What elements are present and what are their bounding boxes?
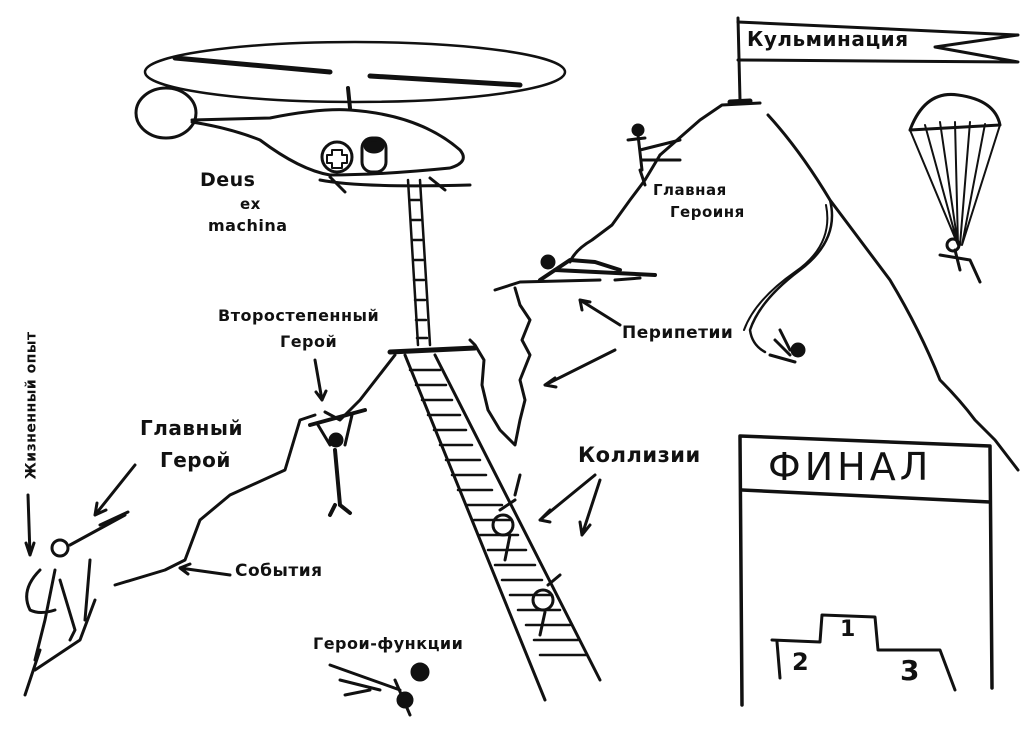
arrow-events — [178, 562, 232, 577]
arrow-secondary-hero — [313, 358, 328, 402]
central-left-slope — [323, 353, 397, 422]
arrow-main-hero — [93, 463, 137, 517]
flag-icon — [727, 16, 1020, 105]
rope-ladder-icon — [406, 178, 432, 347]
cliff-face — [468, 286, 532, 447]
secondary-hero-label-line1: Второстепенный — [218, 306, 380, 325]
rotor-blades — [172, 55, 523, 88]
heroine-label-line1: Главная — [653, 181, 727, 199]
deus-ex-machina-line3: machina — [208, 216, 288, 235]
main-hero-label-line1: Главный — [140, 416, 243, 440]
heroine-label-line2: Героиня — [670, 203, 745, 221]
arrow-life-experience — [24, 493, 36, 557]
main-hero-label-line2: Герой — [160, 448, 231, 472]
function-heroes-label: Герои-функции — [313, 634, 464, 653]
deus-ex-machina-line1: Deus — [200, 169, 256, 191]
ski-trail — [748, 198, 834, 354]
peripeteia-label: Перипетии — [622, 323, 734, 343]
rotor-disc — [143, 40, 567, 104]
heroine-figure-icon — [626, 123, 682, 187]
collisions-label: Коллизии — [578, 443, 701, 467]
podium-second-place: 2 — [792, 648, 809, 676]
cross-icon — [326, 149, 348, 169]
podium-icon — [770, 613, 957, 692]
mountain-right-slope — [658, 101, 1020, 472]
crawling-figure-icon — [538, 254, 657, 282]
mountain-left-slope-upper — [568, 153, 662, 264]
summit-platform — [387, 345, 478, 355]
life-experience-label: Жизненный опыт — [23, 331, 40, 480]
hanging-figure-icon — [308, 408, 367, 517]
podium-third-place: 3 — [900, 654, 920, 687]
helicopter-icon — [134, 40, 567, 194]
deus-ex-machina-line2: ex — [240, 195, 261, 213]
rotor-mast — [346, 86, 352, 110]
arrow-collisions-2 — [578, 478, 602, 537]
parachutist-icon — [908, 92, 1002, 284]
door-window — [363, 138, 385, 154]
finale-box — [738, 434, 994, 707]
finale-title: ФИНАЛ — [768, 445, 933, 489]
secondary-hero-label-line2: Герой — [280, 332, 338, 351]
climax-label: Кульминация — [747, 27, 909, 51]
skier-icon — [768, 328, 806, 364]
function-heroes-icon — [328, 662, 430, 717]
red-cross-emblem — [320, 140, 354, 174]
events-label: События — [235, 561, 323, 581]
ledge — [493, 276, 642, 292]
climber-icon — [23, 510, 130, 697]
main-slope — [113, 413, 317, 587]
ski-trail-2 — [743, 204, 829, 331]
helicopter-body — [190, 108, 465, 177]
arrow-collisions-1 — [538, 473, 597, 524]
skids — [318, 175, 472, 194]
tail-rotor — [134, 86, 198, 140]
collision-figures-icon — [491, 473, 562, 637]
podium-first-place: 1 — [840, 617, 856, 642]
helicopter-door — [360, 136, 388, 174]
arrow-peripeteia-up — [578, 298, 622, 327]
arrow-peripeteia-down — [543, 348, 617, 389]
